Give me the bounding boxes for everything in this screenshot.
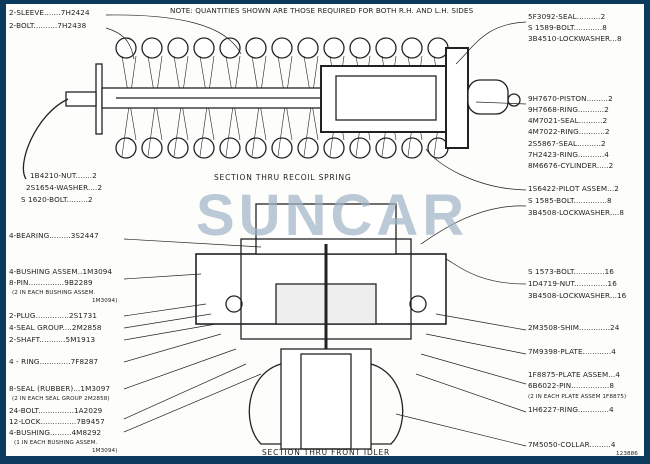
part-label: 7H2423-RING...........4 — [528, 150, 609, 159]
spring-coil — [141, 137, 163, 159]
spring-coil — [297, 37, 319, 59]
part-label: 2M3508-SHIM.............24 — [528, 323, 620, 332]
part-label: 24-BOLT...............1A2029 — [9, 406, 103, 415]
spring-coil — [401, 37, 423, 59]
part-label: 4-SEAL GROUP....2M2858 — [9, 323, 102, 332]
part-label: 1S6422-PILOT ASSEM...2 — [528, 184, 619, 193]
part-label: 2-SLEEVE.......7H2424 — [9, 8, 90, 17]
part-label: S 1620-BOLT.........2 — [21, 195, 93, 204]
part-note: 1M3094) — [92, 298, 118, 304]
spring-coil — [271, 37, 293, 59]
spring-coil — [193, 137, 215, 159]
part-label: 3B4508-LOCKWASHER....8 — [528, 208, 625, 217]
spring-coil — [375, 37, 397, 59]
spring-coil — [115, 37, 137, 59]
part-label: 2-PLUG..............2S1731 — [9, 311, 97, 320]
part-label: 8-SEAL (RUBBER)...1M3097 — [9, 384, 111, 393]
part-label: 3B4508-LOCKWASHER...16 — [528, 291, 627, 300]
part-note: (1 IN EACH BUSHING ASSEM. — [14, 440, 98, 446]
part-label: 4 - RING.............7F8287 — [9, 357, 99, 366]
part-label: 4M7022-RING...........2 — [528, 127, 610, 136]
spring-coil — [245, 137, 267, 159]
spring-coil — [375, 137, 397, 159]
part-label: 4-BUSHING ASSEM..1M3094 — [9, 267, 113, 276]
part-label: 12-LOCK...............7B9457 — [9, 417, 105, 426]
part-label: 8M6676-CYLINDER.....2 — [528, 161, 614, 170]
spring-coil — [115, 137, 137, 159]
spring-coil — [323, 37, 345, 59]
part-label: 7M5050-COLLAR.........4 — [528, 440, 616, 449]
figure-number: 123886 — [616, 451, 638, 456]
part-label: 1B4210-NUT.......2 — [30, 171, 97, 180]
part-label: 8-PIN...............9B2289 — [9, 278, 93, 287]
part-note: (2 IN EACH BUSHING ASSEM. — [12, 290, 96, 296]
caption-recoil: SECTION THRU RECOIL SPRING — [214, 173, 352, 182]
section-drawings — [22, 14, 527, 450]
spring-coil — [297, 137, 319, 159]
spring-coil — [141, 37, 163, 59]
spring-coil — [167, 137, 189, 159]
part-label: S 1585-BOLT..............8 — [528, 196, 612, 205]
watermark: SUNCAR — [196, 183, 469, 248]
part-label: 2-BOLT..........7H2438 — [9, 21, 87, 30]
leader-lines — [105, 14, 527, 447]
spring-coil — [167, 37, 189, 59]
part-label: 1F8875-PLATE ASSEM...4 — [528, 370, 621, 379]
part-label: 4-BEARING.........3S2447 — [9, 231, 99, 240]
spring-coil — [349, 137, 371, 159]
part-label: S 1589-BOLT............8 — [528, 23, 607, 32]
spring-coil — [401, 137, 423, 159]
part-label: 7M9398-PLATE............4 — [528, 347, 616, 356]
part-label: 5F3092-SEAL..........2 — [528, 12, 606, 21]
spring-coil — [219, 37, 241, 59]
part-note: (2 IN EACH SEAL GROUP 2M2858) — [12, 396, 110, 402]
part-label: 2S1654-WASHER....2 — [26, 183, 103, 192]
spring-coil — [193, 37, 215, 59]
part-label: 2S5867-SEAL..........2 — [528, 139, 606, 148]
front-idler-drawing — [195, 203, 447, 450]
part-label: 4-BUSHING.........4M8292 — [9, 428, 102, 437]
spring-coil — [323, 137, 345, 159]
spring-coil — [349, 37, 371, 59]
part-label: 2-SHAFT...........5M1913 — [9, 335, 96, 344]
part-label: 6B6022-PIN................8 — [528, 381, 615, 390]
part-label: 4M7021-SEAL..........2 — [528, 116, 608, 125]
spring-coil — [245, 37, 267, 59]
parts-diagram: SUNCAR NOTE: QUANTITIES SHOWN ARE THOSE … — [6, 4, 644, 456]
spring-coil — [219, 137, 241, 159]
caption-idler: SECTION THRU FRONT IDLER — [262, 448, 391, 456]
note-text: NOTE: QUANTITIES SHOWN ARE THOSE REQUIRE… — [170, 6, 474, 15]
part-note: 1M3094) — [92, 448, 118, 454]
recoil-spring-drawing — [22, 37, 521, 180]
part-label: 1H6227-RING.............4 — [528, 405, 614, 414]
part-label: 9H7670-PISTON.........2 — [528, 94, 613, 103]
part-label: 3B4510-LOCKWASHER...8 — [528, 34, 622, 43]
part-label: 1D4719-NUT..............16 — [528, 279, 617, 288]
part-label: S 1573-BOLT.............16 — [528, 267, 614, 276]
part-note: (2 IN EACH PLATE ASSEM 1F8875) — [528, 394, 627, 400]
part-label: 9H7668-RING...........2 — [528, 105, 609, 114]
spring-coil — [271, 137, 293, 159]
